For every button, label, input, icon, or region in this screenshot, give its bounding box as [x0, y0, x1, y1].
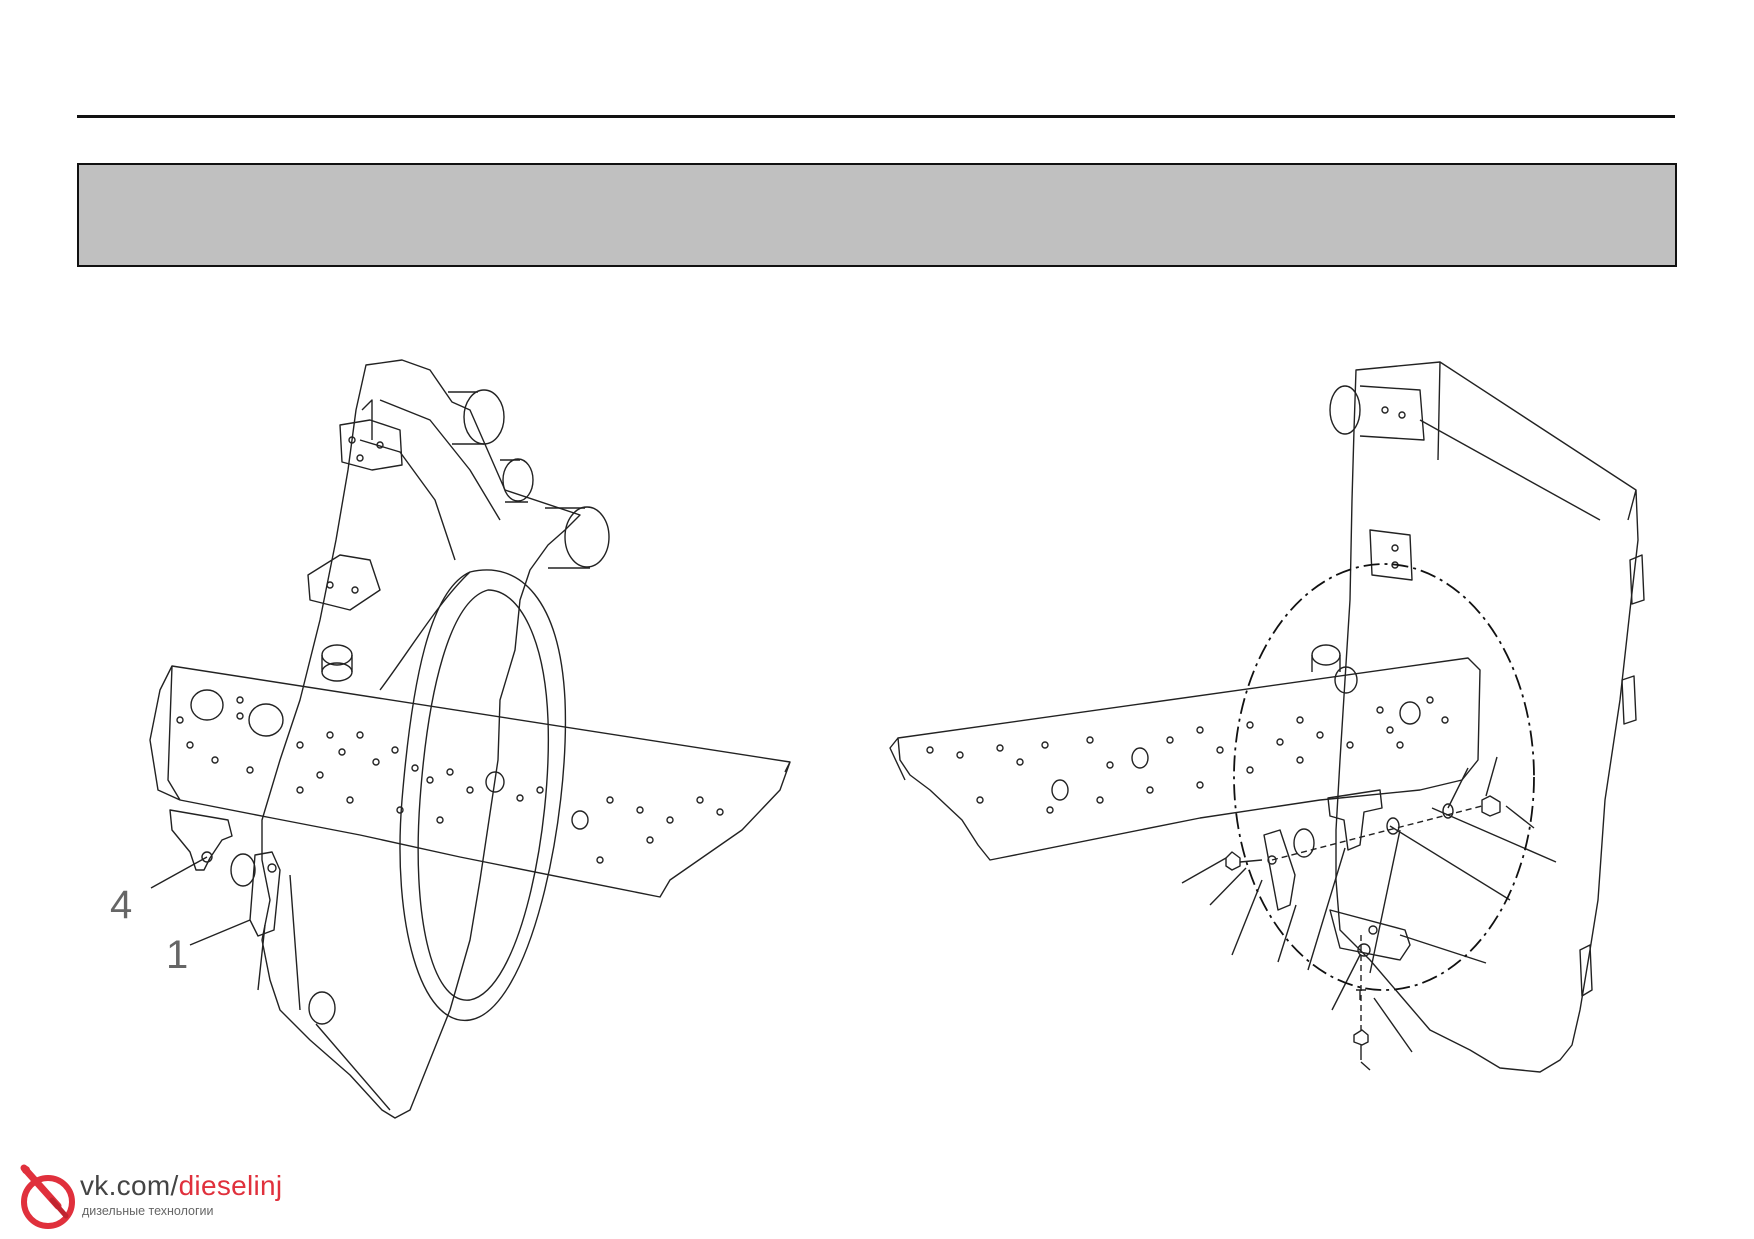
watermark-subtitle: дизельные технологии — [82, 1204, 214, 1218]
header-band — [77, 163, 1677, 267]
left-assembly-drawing — [149, 359, 791, 1119]
right-assembly-drawing — [889, 361, 1645, 1073]
watermark-url-highlight: dieselinj — [178, 1170, 283, 1201]
fuel-injector-icon — [20, 1164, 75, 1229]
detail-circle — [1233, 563, 1535, 991]
top-rule — [77, 115, 1675, 118]
watermark-url[interactable]: vk.com/dieselinj — [80, 1170, 282, 1202]
callout-1: 1 — [166, 933, 188, 977]
watermark-url-prefix: vk.com/ — [80, 1170, 179, 1201]
watermark: vk.com/dieselinj дизельные технологии — [18, 1162, 308, 1234]
callout-4: 4 — [110, 883, 132, 927]
